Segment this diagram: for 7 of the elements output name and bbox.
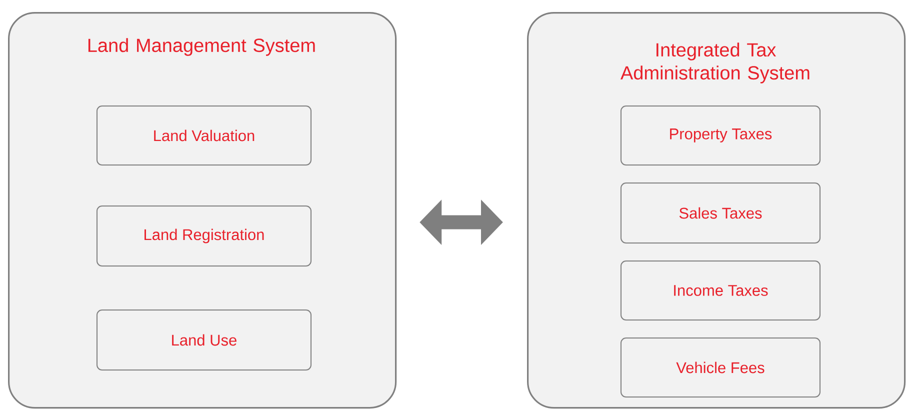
module-box: Land Use [96,310,312,370]
module-box: Sales Taxes [620,182,820,244]
module-box: Vehicle Fees [620,338,820,398]
module-box: Property Taxes [620,106,820,166]
module-box: Land Valuation [96,106,312,166]
module-box: Land Registration [96,206,312,266]
module-box: Income Taxes [620,260,820,320]
